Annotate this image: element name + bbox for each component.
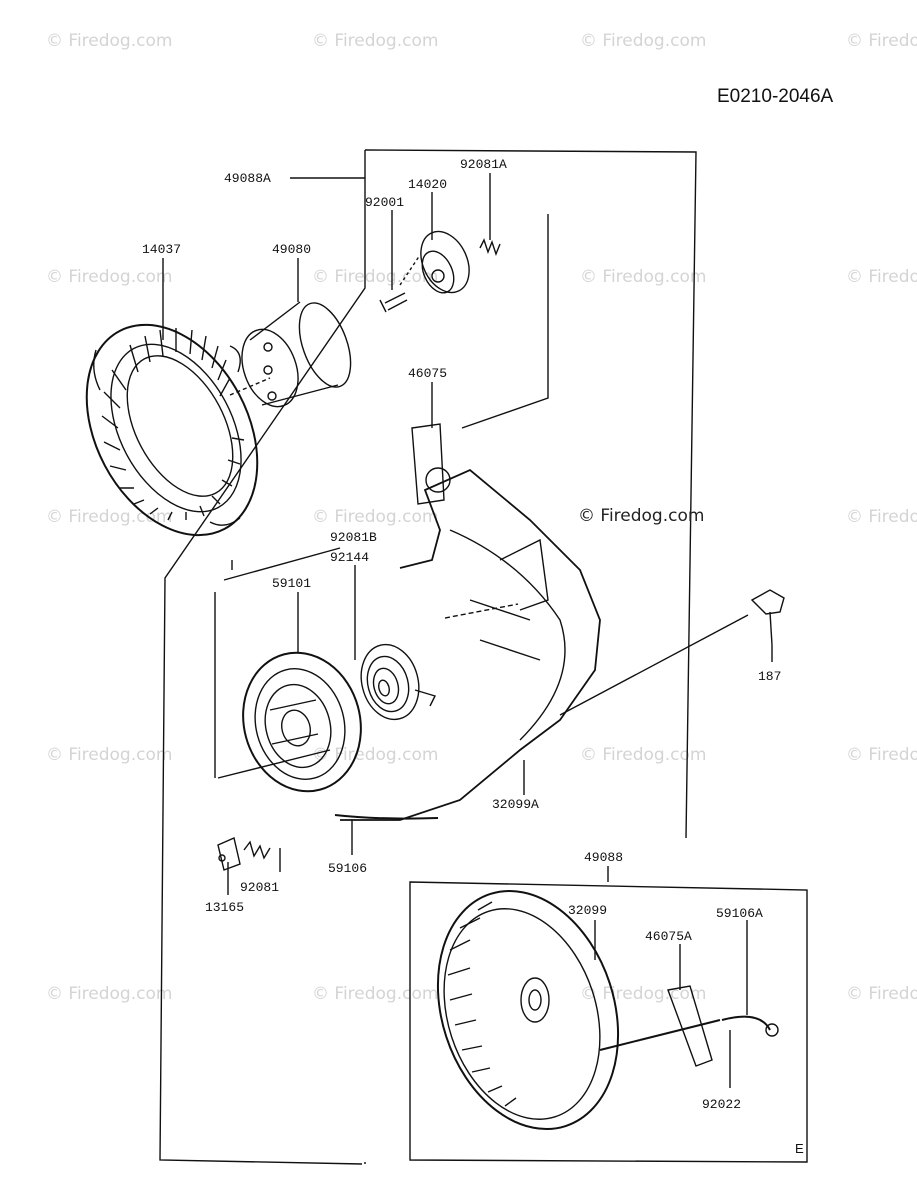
cam-14020	[420, 230, 470, 294]
part-label-14020[interactable]: 14020	[408, 177, 447, 192]
part-label-92081B[interactable]: 92081B	[330, 530, 377, 545]
part-label-59106[interactable]: 59106	[328, 861, 367, 876]
watermark: © Firedog.com	[312, 745, 439, 765]
watermark: © Firedog.com	[46, 267, 173, 287]
guide-line	[444, 603, 519, 619]
part-label-14037[interactable]: 14037	[142, 242, 181, 257]
drawing-code: E0210-2046A	[717, 86, 834, 107]
part-label-49088[interactable]: 49088	[584, 850, 623, 865]
rope-59106A	[721, 1015, 779, 1037]
part-label-92022[interactable]: 92022	[702, 1097, 741, 1112]
recoil-spring-92144	[360, 643, 436, 721]
guide-line	[223, 547, 341, 581]
watermark: © Firedog.com	[846, 267, 917, 287]
watermark: © Firedog.com	[46, 31, 173, 51]
part-label-92081A[interactable]: 92081A	[460, 157, 507, 172]
watermark: © Firedog.com	[580, 267, 707, 287]
part-label-46075[interactable]: 46075	[408, 366, 447, 381]
watermark: © Firedog.com	[312, 507, 439, 527]
watermark: © Firedog.com	[312, 31, 439, 51]
housing-32099	[436, 889, 620, 1131]
part-label-59106A[interactable]: 59106A	[716, 906, 763, 921]
bolt-92001	[379, 292, 408, 313]
watermark: © Firedog.com	[312, 984, 439, 1004]
housing-32099A	[340, 468, 601, 821]
part-label-92081[interactable]: 92081	[240, 880, 279, 895]
part-label-46075A[interactable]: 46075A	[645, 929, 692, 944]
part-label-49088A[interactable]: 49088A	[224, 171, 271, 186]
assembly-boundary	[364, 149, 697, 839]
assembly-box-49088	[409, 881, 808, 1163]
rope-59106	[334, 814, 439, 820]
guide-line	[559, 614, 749, 716]
watermark: © Firedog.com	[46, 984, 173, 1004]
handle-46075A	[599, 985, 721, 1067]
starter-cup-14037	[85, 323, 259, 537]
guide-line	[399, 254, 421, 286]
watermark: © Firedog.com	[312, 267, 439, 287]
part-label-32099A[interactable]: 32099A	[492, 797, 539, 812]
part-label-49080[interactable]: 49080	[272, 242, 311, 257]
part-label-59101[interactable]: 59101	[272, 576, 311, 591]
part-label-92144[interactable]: 92144	[330, 550, 369, 565]
watermark: © Firedog.com	[580, 745, 707, 765]
reel-59101	[242, 651, 362, 793]
watermark: © Firedog.com	[846, 31, 917, 51]
watermark: © Firedog.com	[580, 31, 707, 51]
guide-line	[461, 214, 549, 429]
watermark: © Firedog.com	[46, 745, 173, 765]
part-label-32099[interactable]: 32099	[568, 903, 607, 918]
handle-46075	[411, 423, 451, 505]
part-label-187[interactable]: 187	[758, 669, 781, 684]
bolt-187	[750, 589, 785, 646]
copyright-text: © Firedog.com	[578, 506, 705, 526]
watermark: © Firedog.com	[846, 984, 917, 1004]
watermark: © Firedog.com	[846, 507, 917, 527]
spring-92081	[243, 840, 271, 860]
pawl-13165	[217, 837, 241, 871]
corner-mark: E	[795, 1141, 804, 1156]
watermark: © Firedog.com	[846, 745, 917, 765]
part-label-92001[interactable]: 92001	[365, 195, 404, 210]
spring-92081A	[479, 238, 501, 257]
part-label-13165[interactable]: 13165	[205, 900, 244, 915]
hub-49080	[241, 301, 352, 408]
